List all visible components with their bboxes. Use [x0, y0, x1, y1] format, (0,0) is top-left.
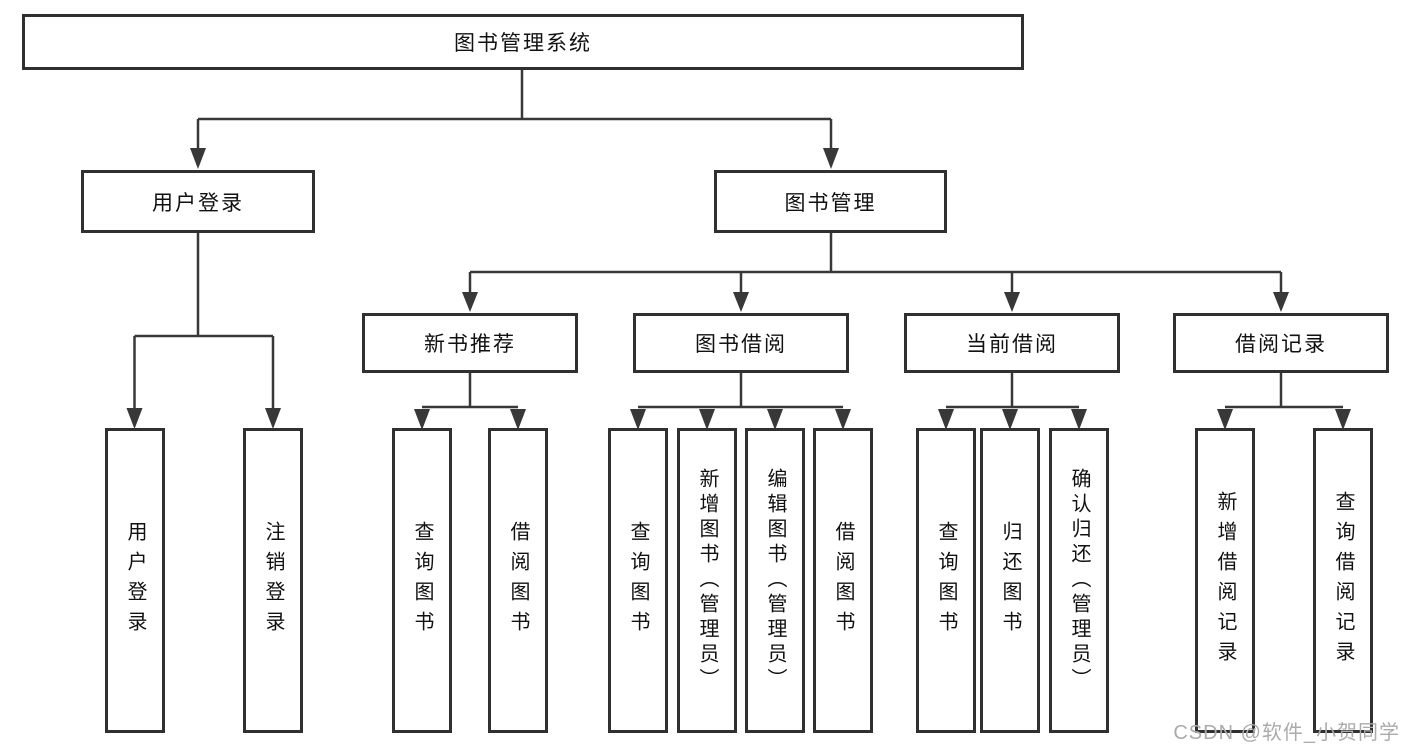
node-label: 查询借阅记录: [1332, 490, 1354, 671]
node-label: 新书推荐: [424, 333, 516, 356]
node-new-book-recommend: 新书推荐: [362, 313, 578, 373]
node-borrow-records: 借阅记录: [1173, 313, 1389, 373]
node-leaf-add-book-admin: 新增图书（管理员）: [677, 428, 737, 733]
node-leaf-query-books-borrow: 查询图书: [608, 428, 668, 733]
node-label: 借阅图书: [507, 520, 529, 641]
node-user-login-group: 用户登录: [81, 170, 315, 233]
node-label: 新增借阅记录: [1214, 490, 1236, 671]
node-label: 借阅记录: [1235, 333, 1327, 356]
node-label: 图书管理: [784, 191, 877, 215]
csdn-watermark: CSDN @软件_小贺同学: [1173, 722, 1400, 744]
node-root: 图书管理系统: [22, 14, 1024, 70]
node-label: 查询图书: [935, 520, 957, 641]
node-current-borrow: 当前借阅: [904, 313, 1120, 373]
node-leaf-query-books-current: 查询图书: [916, 428, 976, 733]
node-label: 确认归还（管理员）: [1068, 468, 1090, 693]
node-leaf-borrow-books: 借阅图书: [813, 428, 873, 733]
node-leaf-borrow-books-recommend: 借阅图书: [488, 428, 548, 733]
node-label: 新增图书（管理员）: [696, 468, 718, 693]
node-label: 归还图书: [999, 520, 1021, 641]
node-label: 当前借阅: [966, 333, 1058, 356]
node-leaf-confirm-return-admin: 确认归还（管理员）: [1049, 428, 1109, 733]
node-label: 注销登录: [262, 520, 284, 641]
node-book-management: 图书管理: [714, 170, 947, 233]
node-root-label: 图书管理系统: [454, 32, 592, 55]
node-leaf-edit-book-admin: 编辑图书（管理员）: [745, 428, 805, 733]
node-label: 图书借阅: [695, 333, 787, 356]
node-label: 编辑图书（管理员）: [764, 468, 786, 693]
node-label: 查询图书: [627, 520, 649, 641]
node-label: 用户登录: [124, 520, 146, 641]
node-leaf-return-book: 归还图书: [980, 428, 1040, 733]
node-book-borrow: 图书借阅: [633, 313, 849, 373]
node-leaf-add-borrow-record: 新增借阅记录: [1195, 428, 1255, 733]
node-leaf-query-borrow-record: 查询借阅记录: [1313, 428, 1373, 733]
node-label: 借阅图书: [832, 520, 854, 641]
node-leaf-logout: 注销登录: [243, 428, 303, 733]
node-leaf-query-books-recommend: 查询图书: [392, 428, 452, 733]
node-label: 用户登录: [152, 191, 244, 215]
node-label: 查询图书: [411, 520, 433, 641]
node-leaf-user-login: 用户登录: [105, 428, 165, 733]
